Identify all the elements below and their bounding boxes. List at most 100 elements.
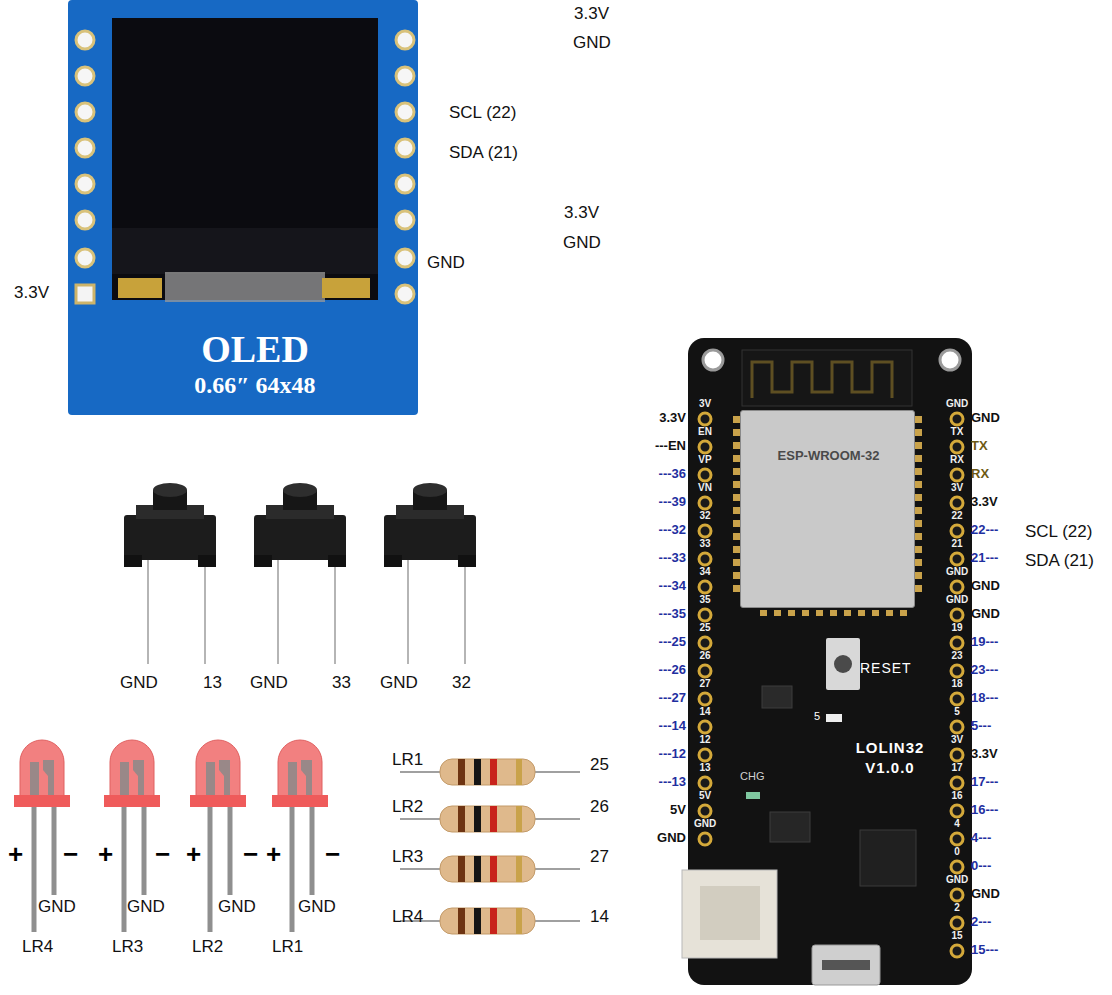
button-plunger bbox=[153, 490, 187, 510]
pin-label: GND bbox=[298, 897, 336, 917]
led-anvil bbox=[43, 760, 54, 798]
resistor-band bbox=[474, 856, 481, 882]
header-hole bbox=[76, 211, 94, 229]
silkscreen-pin: 34 bbox=[693, 566, 717, 578]
led-cathode-leg bbox=[228, 806, 233, 895]
resistor-band bbox=[516, 908, 522, 934]
resistor-body bbox=[440, 806, 535, 832]
silkscreen-pin: 19 bbox=[945, 622, 969, 634]
module-castellation bbox=[915, 520, 922, 527]
pin-pad bbox=[951, 721, 963, 733]
pin-label: LR3 bbox=[392, 847, 423, 867]
silkscreen-pin: VN bbox=[693, 482, 717, 494]
header-hole bbox=[76, 103, 94, 121]
module-castellation bbox=[733, 468, 740, 475]
pin-label: GND bbox=[427, 253, 465, 273]
module-castellation bbox=[760, 610, 767, 616]
pin-label: GND bbox=[120, 673, 158, 693]
pin-pad bbox=[699, 833, 711, 845]
status-led bbox=[826, 714, 842, 722]
pin-pad bbox=[951, 413, 963, 425]
header-hole bbox=[396, 249, 414, 267]
button-foot bbox=[328, 555, 346, 567]
led-dome bbox=[20, 740, 64, 800]
resistor-band bbox=[474, 806, 481, 832]
pin-label: 23--- bbox=[971, 663, 998, 678]
module-castellation bbox=[915, 533, 922, 540]
pin-pad bbox=[699, 581, 711, 593]
led-anode-leg bbox=[208, 806, 213, 932]
button-foot bbox=[124, 555, 142, 567]
pin-label: ---35 bbox=[600, 607, 686, 622]
module-castellation bbox=[774, 610, 781, 616]
silkscreen-pin: 5V bbox=[693, 790, 717, 802]
pin-pad bbox=[951, 777, 963, 789]
pin-label: 3.3V bbox=[971, 495, 998, 510]
module-castellation bbox=[872, 610, 879, 616]
button-leg bbox=[277, 560, 279, 664]
pin-pad bbox=[951, 889, 963, 901]
module-castellation bbox=[733, 481, 740, 488]
pin-label: TX bbox=[971, 439, 988, 454]
esp-wroom-module: ESP-WROOM-32 bbox=[740, 410, 915, 608]
button-cap bbox=[396, 505, 464, 519]
led-dome bbox=[278, 740, 322, 800]
silkscreen-pin: 12 bbox=[693, 734, 717, 746]
pin-pad bbox=[699, 553, 711, 565]
battery-connector-inner bbox=[700, 886, 760, 940]
pin-pad bbox=[699, 777, 711, 789]
pin-label: 3.3V bbox=[564, 203, 599, 223]
module-castellation bbox=[733, 520, 740, 527]
pin-label: 14 bbox=[590, 907, 609, 927]
module-marking: ESP-WROOM-32 bbox=[741, 449, 916, 464]
polarity-sign: − bbox=[325, 840, 340, 870]
resistor-band bbox=[458, 759, 465, 785]
pin-pad bbox=[951, 637, 963, 649]
led-cathode-leg bbox=[310, 806, 315, 895]
pin-label: GND bbox=[971, 411, 1000, 426]
led-flange bbox=[14, 795, 70, 807]
resistor-band bbox=[516, 806, 522, 832]
module-castellation bbox=[915, 442, 922, 449]
pin-label: ---32 bbox=[600, 523, 686, 538]
header-hole bbox=[396, 139, 414, 157]
silkscreen-pin: 25 bbox=[693, 622, 717, 634]
resistor-lead bbox=[400, 771, 580, 773]
header-hole-square bbox=[76, 285, 94, 303]
button-leg bbox=[334, 560, 336, 664]
pin-label: GND bbox=[971, 579, 1000, 594]
module-castellation bbox=[733, 455, 740, 462]
module-castellation bbox=[830, 610, 837, 616]
silkscreen-pin: 3V bbox=[693, 398, 717, 410]
header-hole bbox=[396, 175, 414, 193]
header-hole bbox=[396, 67, 414, 85]
pin-label: 21--- bbox=[971, 551, 998, 566]
pin-label: LR4 bbox=[22, 937, 53, 957]
ribbon-tab bbox=[118, 278, 162, 298]
pin-pad bbox=[699, 525, 711, 537]
resistor-band bbox=[474, 908, 481, 934]
header-hole bbox=[76, 249, 94, 267]
module-castellation bbox=[915, 559, 922, 566]
pin-pad bbox=[951, 833, 963, 845]
pin-pad bbox=[699, 665, 711, 677]
pin-label: ---39 bbox=[600, 495, 686, 510]
silkscreen-pin: 15 bbox=[945, 930, 969, 942]
led-dome bbox=[196, 740, 240, 800]
led-anvil bbox=[133, 760, 144, 798]
module-castellation bbox=[915, 429, 922, 436]
pin-pad bbox=[699, 805, 711, 817]
silkscreen-pin: 23 bbox=[945, 650, 969, 662]
antenna-trace bbox=[752, 362, 892, 398]
resistor-band bbox=[490, 806, 497, 832]
polarity-sign: + bbox=[8, 840, 23, 870]
pin-pad bbox=[951, 497, 963, 509]
pin-pad bbox=[951, 861, 963, 873]
led-post bbox=[120, 762, 129, 798]
silkscreen-pin: 3V bbox=[945, 734, 969, 746]
resistor-lead bbox=[400, 818, 580, 820]
pin-label: ---14 bbox=[600, 719, 686, 734]
polarity-sign: + bbox=[266, 840, 281, 870]
button-body bbox=[124, 515, 216, 560]
